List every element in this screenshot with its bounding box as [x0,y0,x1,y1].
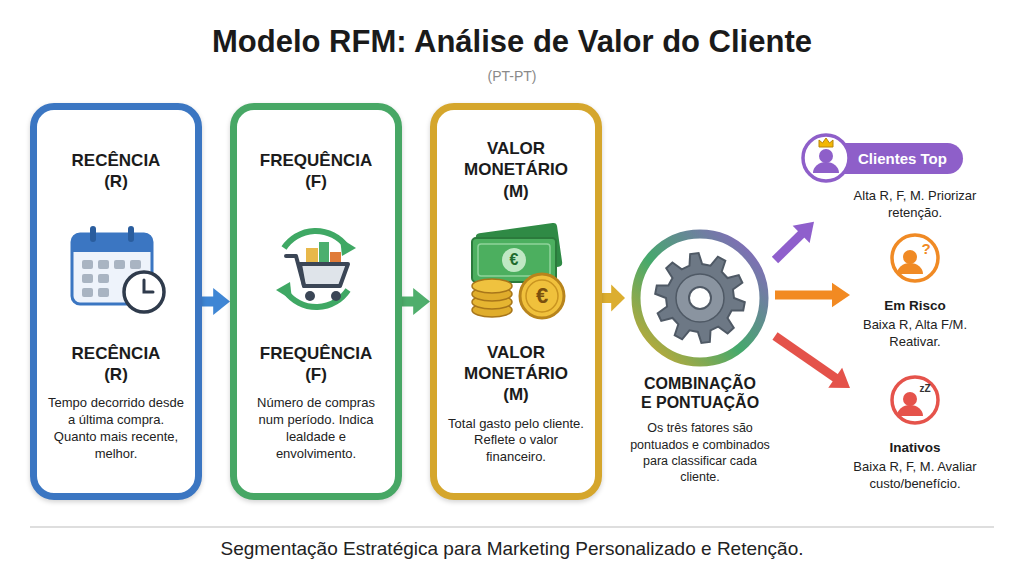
gear-heading: COMBINAÇÃO E PONTUAÇÃO [638,374,762,412]
icon: zZ [889,374,941,426]
gear-description: Os três fatores são pontuados e combinad… [627,420,773,485]
segment-description: Baixa R, Alta F/M. Reativar. [850,317,980,351]
arrow-shaft [775,336,837,379]
panel-description: Total gasto pelo cliente. Reflete o valo… [446,416,586,467]
flow-arrow [202,288,230,315]
segment-node: zZ InativosBaixa R, F, M. Avaliar custo/b… [850,374,980,493]
icon-label: zZ [919,384,930,394]
panel-description: Número de compras num período. Indica le… [246,395,386,463]
icon-graphic [256,218,376,318]
arrow-shaft [775,233,803,260]
icon-label: ? [921,241,930,256]
segment-heading: Em Risco [884,298,946,313]
arrow-head [213,288,230,315]
flow-arrow [775,222,814,260]
arrow-shaft [775,291,834,300]
arrow-head [828,368,850,388]
panel-heading: RECÊNCIA (R) [59,150,173,193]
icon-graphic [56,218,176,318]
title: Modelo RFM: Análise de Valor do Cliente [0,24,1024,60]
segment-description: Baixa R, F, M. Avaliar custo/benefício. [850,459,980,493]
icon: ? [889,232,941,284]
arrow-head [611,285,625,312]
segment-heading: Inativos [889,440,940,455]
scoring-gear: COMBINAÇÃO E PONTUAÇÃO Os três fatores sã… [625,228,775,485]
segment-node: ? Em RiscoBaixa R, Alta F/M. Reativar. [850,232,980,351]
factor-panel: VALOR MONETÁRIO (M)€€VALOR MONETÁRIO (M)… [430,103,602,500]
icon-graphic [630,228,770,368]
segment-node: Clientes TopAlta R, F, M. Priorizar rete… [800,132,995,222]
subtitle: (PT-PT) [0,68,1024,84]
flow-arrow [602,285,625,312]
factor-panel: RECÊNCIA (R) RECÊNCIA (R) Tempo decorrido … [30,103,202,500]
flow-arrow [402,288,430,315]
flow-arrow [775,336,850,388]
icon-graphic [889,232,941,284]
icon-graphic [456,222,576,322]
icon-label: € [536,285,548,307]
icon [800,132,852,184]
divider-line [30,526,994,528]
panel-heading: VALOR MONETÁRIO (M) [459,342,573,406]
panel-description: Tempo decorrido desde a última compra. Q… [46,395,186,463]
caption: Segmentação Estratégica para Marketing P… [0,538,1024,560]
flow-arrow [775,283,850,307]
arrow-head [793,222,814,243]
segment-description: Alta R, F, M. Priorizar retenção. [840,188,990,222]
arrow-head [413,288,430,315]
panel-heading: FREQUÊNCIA (F) [259,343,373,386]
icon [630,228,770,368]
icon [56,218,176,318]
factor-panel: FREQUÊNCIA (F) FREQUÊNCIA (F) Número de co… [230,103,402,500]
icon-graphic [889,374,941,426]
arrow-head [832,283,850,307]
icon-label: € [510,252,519,268]
panel-heading: FREQUÊNCIA (F) [259,150,373,193]
panel-heading: RECÊNCIA (R) [59,343,173,386]
icon [256,218,376,318]
panel-heading: VALOR MONETÁRIO (M) [459,138,573,202]
segment-row: Clientes Top [800,132,995,184]
icon-graphic [800,132,852,184]
icon: €€ [456,222,576,322]
